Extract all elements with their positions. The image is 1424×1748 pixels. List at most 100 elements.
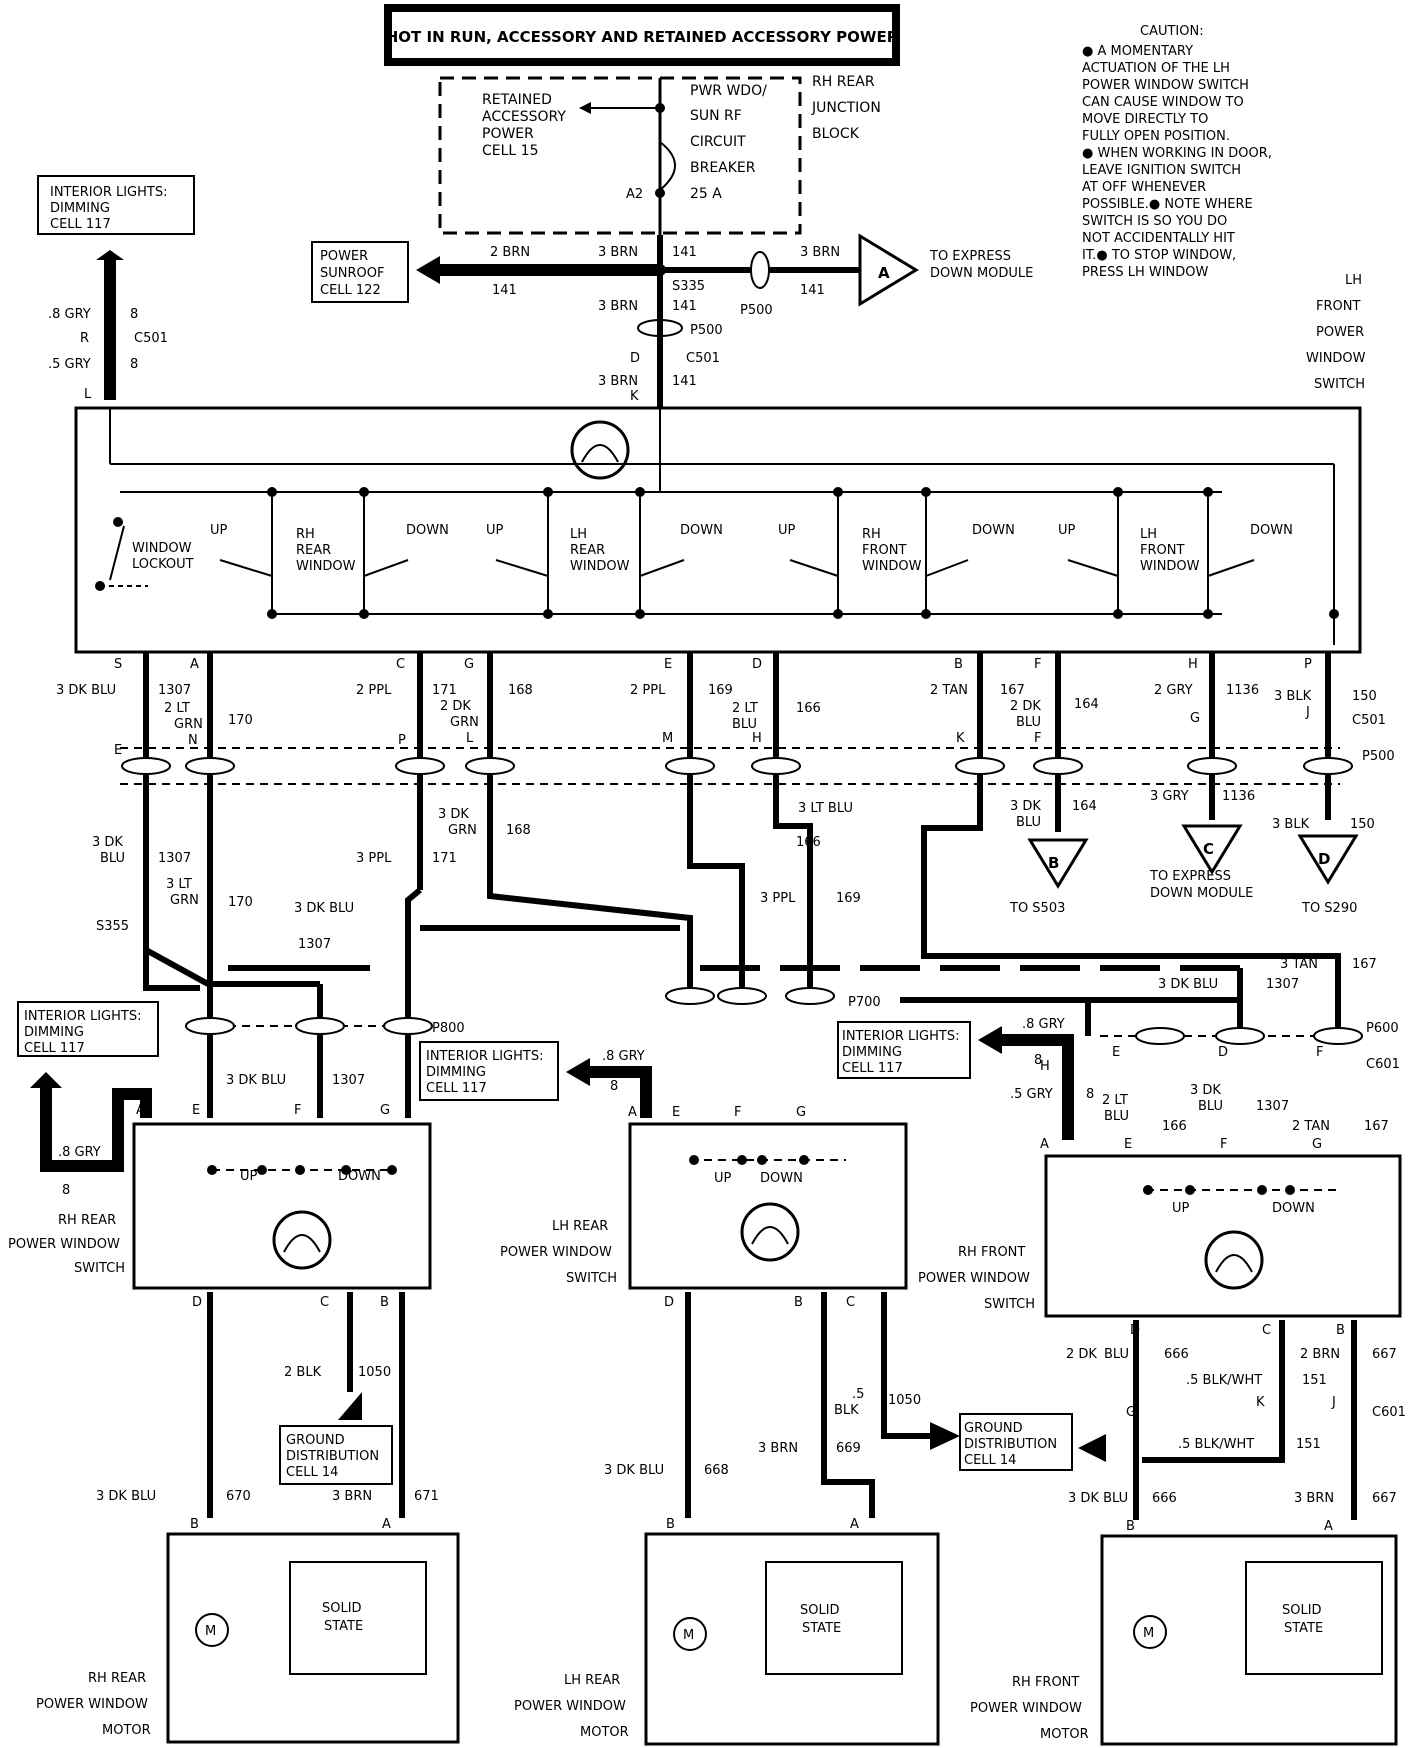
wire: 2 DK	[1010, 699, 1041, 714]
pin-label: L	[84, 387, 92, 402]
express-ref-2: DOWN MODULE	[930, 266, 1033, 281]
caution-line: CAN CAUSE WINDOW TO	[1082, 95, 1244, 110]
circuit: 170	[228, 713, 253, 728]
solid-state: STATE	[802, 1621, 841, 1636]
wire-label: 141	[672, 374, 697, 389]
connector-label: C601	[1372, 1405, 1406, 1420]
caution-line: AT OFF WHENEVER	[1082, 180, 1206, 195]
wire: BLU	[732, 717, 757, 732]
illumination-lamp-icon	[1204, 1230, 1264, 1290]
motor-m: M	[1143, 1626, 1154, 1641]
pin: D	[192, 1295, 202, 1310]
lh-rear-window-1: LH	[570, 527, 587, 542]
pin: A	[136, 1103, 145, 1118]
retained-line-2: ACCESSORY	[482, 109, 566, 125]
wire: 3 DK BLU	[294, 901, 354, 916]
connector-d: D	[1318, 850, 1330, 868]
motor-icon	[673, 1617, 707, 1651]
circuit: 150	[1350, 817, 1375, 832]
switch-label-1: LH REAR	[552, 1219, 608, 1234]
down-label: DOWN	[1250, 523, 1293, 538]
wire: GRN	[448, 823, 477, 838]
pin: K	[956, 731, 965, 746]
wire-label: 141	[492, 283, 517, 298]
circuit: 668	[704, 1463, 729, 1478]
caution-line: PRESS LH WINDOW	[1082, 265, 1209, 280]
wire: 2 PPL	[356, 683, 392, 698]
wire: .8 GRY	[602, 1049, 645, 1064]
connector-label: C601	[1366, 1057, 1400, 1072]
pin: N	[188, 733, 198, 748]
circuit: 667	[1372, 1491, 1397, 1506]
circuit: 167	[1000, 683, 1025, 698]
circuit: 151	[1302, 1373, 1327, 1388]
wire: 3 DK BLU	[56, 683, 116, 698]
pin: E	[664, 657, 672, 672]
circuit: 1307	[158, 851, 191, 866]
wire: 8	[1034, 1053, 1042, 1068]
ground-ref: CELL 14	[286, 1465, 338, 1480]
up-label: UP	[210, 523, 228, 538]
wire: 2 LT	[1102, 1093, 1128, 1108]
pin-label: K	[630, 389, 639, 404]
pin: F	[1316, 1045, 1323, 1060]
solid-state: SOLID	[1282, 1603, 1322, 1618]
offpage-connectors: B TO S503 C TO EXPRESS DOWN MODULE D TO …	[1009, 824, 1359, 916]
pin: C	[320, 1295, 329, 1310]
caution-line: NOT ACCIDENTALLY HIT	[1082, 231, 1235, 246]
wire: 3 LT	[166, 877, 192, 892]
wire: 3 DK BLU	[604, 1463, 664, 1478]
wire: 2 PPL	[630, 683, 666, 698]
down-label: DOWN	[338, 1169, 381, 1184]
wire: .8 GRY	[58, 1145, 101, 1160]
wire: 3 PPL	[760, 891, 796, 906]
circuit: 171	[432, 683, 457, 698]
pin: L	[466, 731, 474, 746]
motor-wire-labels: 2 BLK 1050 GROUND DISTRIBUTION CELL 14 3…	[96, 1347, 1406, 1506]
retained-line-1: RETAINED	[482, 92, 552, 108]
ref-line: DIMMING	[50, 201, 110, 216]
connector-b: B	[1048, 854, 1059, 872]
circuit: 171	[432, 851, 457, 866]
window-lockout-1: WINDOW	[132, 541, 192, 556]
ref-line: DIMMING	[842, 1045, 902, 1060]
rh-rear-power-window-switch: UP DOWN RH REAR POWER WINDOW SWITCH A E …	[8, 1073, 432, 1310]
splice-s335: S335	[672, 279, 705, 294]
title-line: POWER	[1316, 325, 1364, 340]
express-c-1: TO EXPRESS	[1149, 869, 1231, 884]
motor-label: RH FRONT	[1012, 1675, 1079, 1690]
caution-line: ● WHEN WORKING IN DOOR,	[1082, 146, 1272, 161]
wire-label: 2 BRN	[490, 245, 530, 260]
pin: B	[666, 1517, 675, 1532]
down-label: DOWN	[680, 523, 723, 538]
lh-front-window-3: WINDOW	[1140, 559, 1200, 574]
circuit: 166	[796, 701, 821, 716]
wire: 3 DK	[1190, 1083, 1221, 1098]
circuit: 169	[708, 683, 733, 698]
pin: F	[1220, 1137, 1227, 1152]
pin: C	[846, 1295, 855, 1310]
pin: A	[190, 657, 199, 672]
motor-label: MOTOR	[1040, 1727, 1089, 1742]
motor-label: RH REAR	[88, 1671, 146, 1686]
wire: 3 BRN	[758, 1441, 798, 1456]
circuit: 1050	[888, 1393, 921, 1408]
rh-front-power-window-switch: UP DOWN RH FRONT POWER WINDOW SWITCH A E…	[918, 1045, 1402, 1338]
pin: E	[1112, 1045, 1120, 1060]
circuit: 164	[1072, 799, 1097, 814]
pin: E	[114, 743, 122, 758]
wire-label: 8	[130, 307, 138, 322]
pin: C	[396, 657, 405, 672]
wire-label: 8	[130, 357, 138, 372]
lh-front-window-2: FRONT	[1140, 543, 1184, 558]
wire: BLU	[100, 851, 125, 866]
ref-line: CELL 117	[24, 1041, 85, 1056]
ref-line: DIMMING	[426, 1065, 486, 1080]
rh-front-window-1: RH	[862, 527, 881, 542]
title-line: LH	[1345, 273, 1362, 288]
wire: 2 DK	[440, 699, 471, 714]
retained-line-3: POWER	[482, 126, 534, 142]
up-label: UP	[714, 1171, 732, 1186]
to-s290: TO S290	[1301, 901, 1357, 916]
splice-s355: S355	[96, 919, 129, 934]
